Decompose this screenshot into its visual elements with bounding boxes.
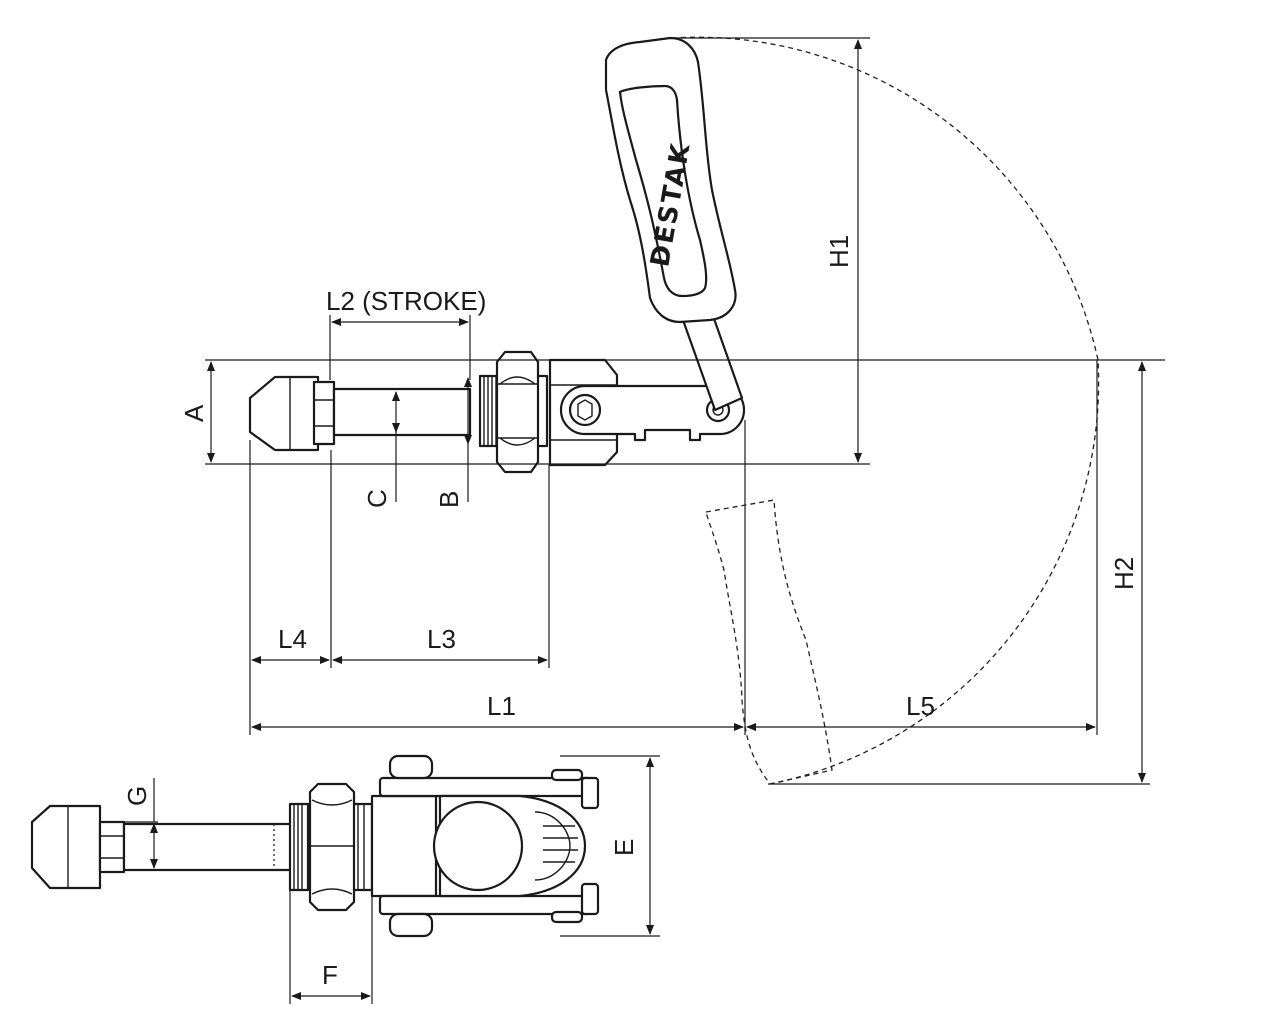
dim-h2-label: H2: [1109, 557, 1139, 590]
dim-g-label: G: [122, 786, 152, 806]
pivot-screw: [568, 393, 602, 427]
top-plunger-tip: [30, 804, 102, 890]
handle-retracted-outline: [705, 499, 833, 785]
dim-c-label: C: [362, 489, 392, 508]
top-clamp-body: [370, 794, 438, 898]
dim-b-label: B: [434, 491, 464, 508]
linkage-bar: [559, 384, 746, 442]
side-view: DESTAK A C B L2 (STROKE) L4: [179, 36, 1165, 785]
main-nut: [495, 350, 540, 474]
top-main-nut: [308, 782, 356, 912]
handle-swing-arc: [671, 36, 1100, 785]
dim-h1-label: H1: [824, 235, 854, 268]
dim-l3-label: L3: [427, 624, 456, 654]
dim-l5-label: L5: [906, 691, 935, 721]
dim-l2-label: L2 (STROKE): [326, 286, 486, 316]
tip-nut: [312, 380, 336, 446]
handle-grip: DESTAK: [604, 36, 737, 324]
dim-l4-label: L4: [278, 624, 307, 654]
top-view: G F E: [30, 754, 660, 1004]
top-plunger-rod: [122, 822, 294, 872]
plunger-rod: [332, 387, 472, 437]
plunger-tip: [248, 375, 320, 452]
dim-a-label: A: [179, 404, 209, 422]
top-pivot-boss: [432, 800, 524, 892]
dim-e-label: E: [609, 839, 639, 856]
dim-f-label: F: [322, 960, 338, 990]
dim-l1-label: L1: [487, 691, 516, 721]
